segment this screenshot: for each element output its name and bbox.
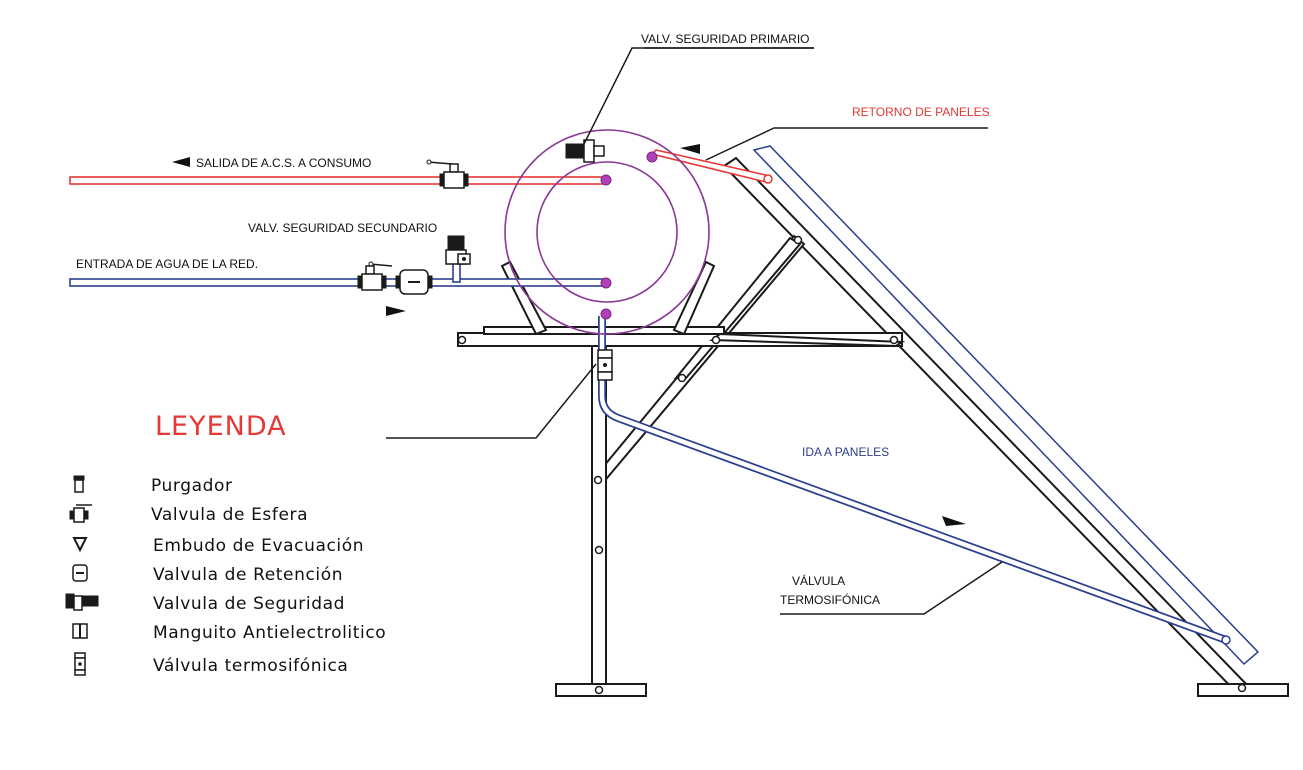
- leader-termosifonica: [780, 561, 1003, 615]
- legend-title: LEYENDA: [155, 411, 287, 442]
- return-arrow: [680, 144, 700, 154]
- hot-outlet-ball-valve: [426, 159, 469, 189]
- leader-return: [705, 127, 988, 161]
- legend-item-label: Valvula de Seguridad: [153, 594, 345, 614]
- safety-valve-icon: [65, 593, 99, 611]
- thermosiphon-valve-icon: [74, 652, 86, 676]
- panel-return-pipe: [650, 149, 773, 184]
- legend-item-label: Purgador: [151, 476, 233, 496]
- tank-port-cold-in: [600, 277, 612, 289]
- thermosiphon-valve: [597, 349, 613, 381]
- label-termosifonica: TERMOSIFÓNICA: [780, 592, 880, 607]
- cold-inlet-arrow: [386, 306, 406, 316]
- flow-arrow: [942, 516, 966, 526]
- legend-item-label: Válvula termosifónica: [153, 656, 348, 676]
- tank-port-hot-out: [600, 174, 612, 186]
- label-salida-acs: SALIDA DE A.C.S. A CONSUMO: [196, 156, 371, 170]
- solar-collector-panel: [752, 145, 1260, 666]
- primary-safety-valve: [565, 139, 605, 163]
- label-ida-paneles: IDA A PANELES: [802, 445, 889, 459]
- purgador-icon: [73, 475, 85, 493]
- legend-item-label: Valvula de Esfera: [151, 505, 308, 525]
- hot-outlet-arrow: [172, 157, 190, 167]
- legend-item-label: Manguito Antielectrolitico: [153, 623, 386, 643]
- cold-inlet-ball-valve: [357, 261, 393, 291]
- leader-thermosiphon: [386, 363, 597, 439]
- label-entrada-agua: ENTRADA DE AGUA DE LA RED.: [76, 257, 258, 271]
- tank-port-return: [646, 151, 658, 163]
- hot-water-outlet-pipe: [69, 176, 607, 185]
- legend-item-label: Embudo de Evacuación: [153, 536, 364, 556]
- panel-flow-pipe: [598, 316, 1231, 645]
- legend: LEYENDA Purgador Valvula de Esfera Embud…: [65, 411, 386, 676]
- funnel-icon: [72, 537, 88, 553]
- dielectric-union-icon: [72, 623, 88, 639]
- label-valvula: VÁLVULA: [792, 573, 845, 588]
- check-valve-icon: [72, 564, 88, 582]
- label-retorno-paneles: RETORNO DE PANELES: [852, 105, 990, 119]
- ball-valve-icon: [69, 504, 92, 523]
- legend-item-label: Valvula de Retención: [153, 565, 343, 585]
- cold-inlet-check-valve: [395, 269, 433, 295]
- label-valv-seguridad-secundario: VALV. SEGURIDAD SECUNDARIO: [248, 221, 437, 235]
- tank-port-bottom: [600, 308, 612, 320]
- secondary-safety-valve: [445, 235, 471, 265]
- label-valv-seguridad-primario: VALV. SEGURIDAD PRIMARIO: [641, 32, 810, 46]
- leader-primary-valve: [581, 47, 814, 149]
